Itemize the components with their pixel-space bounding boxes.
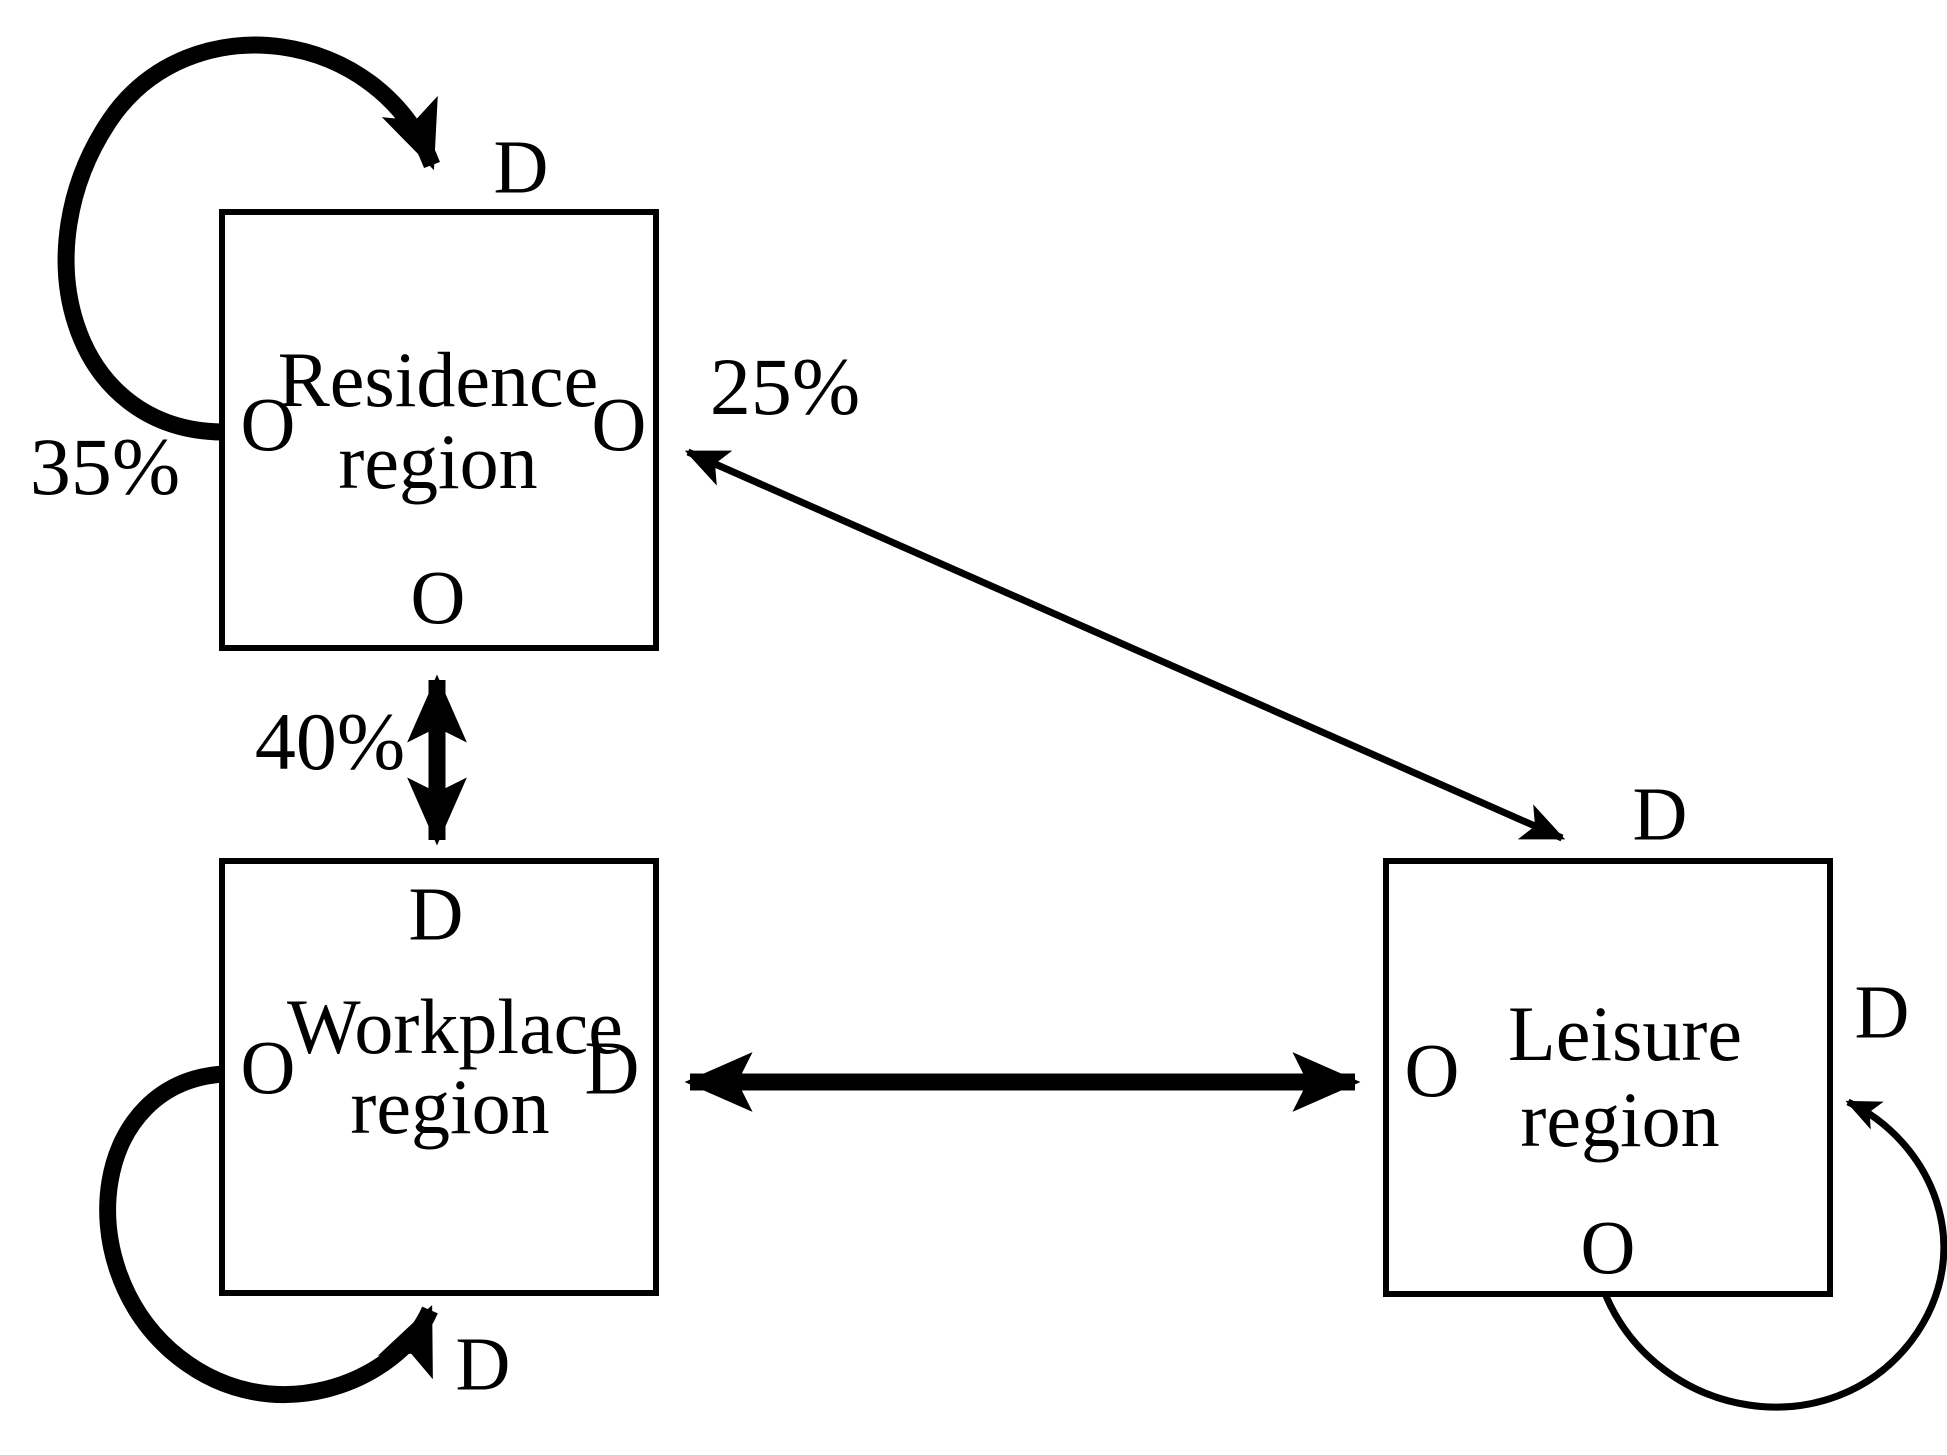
workplace-port-bottom-D: D — [456, 1322, 511, 1406]
edge-leisure-self-loop[interactable] — [1602, 1098, 1947, 1411]
leisure-port-bottom-O: O — [1581, 1206, 1636, 1290]
percent-label-35: 35% — [30, 421, 180, 512]
node-residence-region[interactable]: Residence region D O O O — [219, 125, 659, 651]
workplace-label-line2: region — [350, 1063, 549, 1150]
workplace-port-right-D: D — [585, 1026, 640, 1110]
leisure-self-loop-path — [1602, 1098, 1947, 1411]
leisure-box-rect — [1383, 858, 1833, 1297]
workplace-box-rect — [219, 858, 659, 1296]
leisure-port-right-D: D — [1855, 970, 1910, 1054]
node-workplace-region[interactable]: Workplace region D O D D — [219, 858, 659, 1406]
leisure-label-line1: Leisure — [1508, 990, 1742, 1077]
workplace-port-left-O: O — [241, 1026, 296, 1110]
leisure-port-left-O: O — [1405, 1029, 1460, 1113]
residence-label-line1: Residence — [278, 336, 599, 423]
workplace-port-top-D: D — [409, 872, 464, 956]
percent-label-25: 25% — [710, 341, 860, 432]
edge-workplace-self-loop[interactable] — [99, 1065, 438, 1404]
residence-port-top-D: D — [494, 125, 549, 209]
leisure-residence-path — [684, 448, 1566, 842]
residence-port-right-O: O — [592, 383, 647, 467]
workplace-self-loop-path — [99, 1065, 438, 1404]
residence-label-line2: region — [338, 418, 537, 505]
residence-port-bottom-O: O — [411, 556, 466, 640]
residence-self-loop-path — [57, 36, 440, 441]
percent-label-40: 40% — [255, 696, 405, 787]
leisure-label-line2: region — [1520, 1076, 1719, 1163]
residence-port-left-O: O — [241, 383, 296, 467]
edge-residence-self-loop[interactable] — [57, 36, 440, 441]
workplace-label-line1: Workplace — [287, 983, 623, 1070]
residence-box-rect — [219, 209, 659, 651]
edge-leisure-residence[interactable] — [684, 448, 1566, 842]
leisure-port-top-D: D — [1633, 772, 1688, 856]
node-leisure-region[interactable]: Leisure region D O D O — [1383, 772, 1910, 1297]
